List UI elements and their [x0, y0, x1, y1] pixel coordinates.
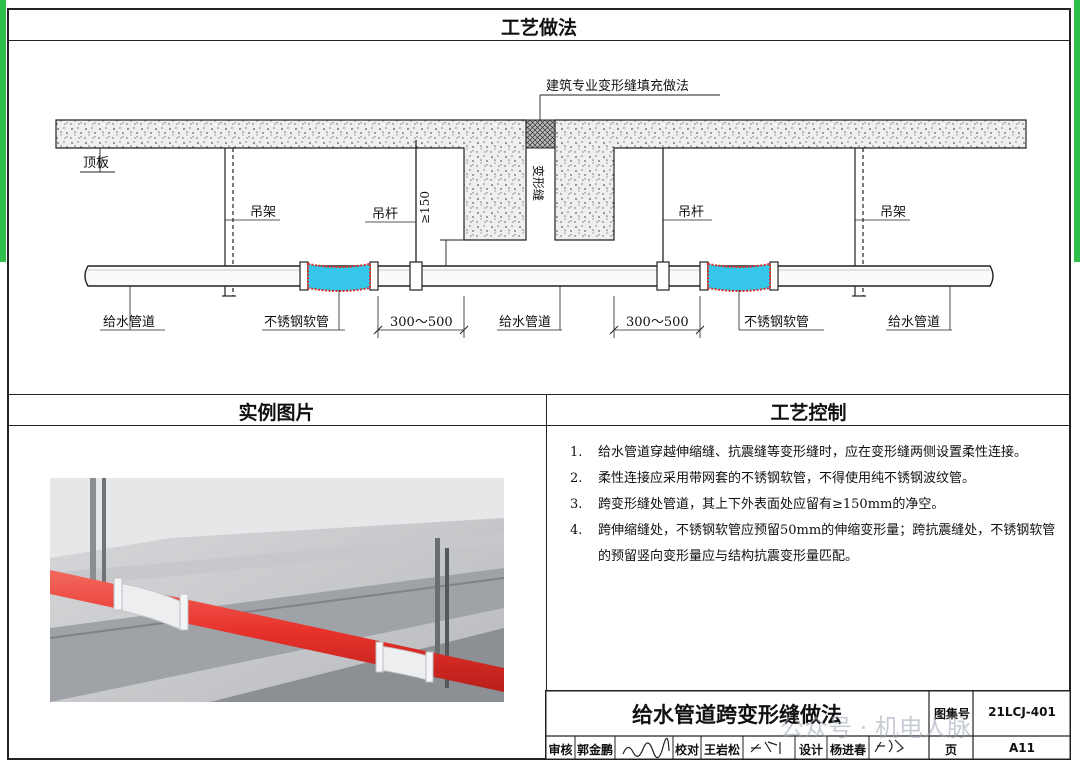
hanger-right-label: 吊架 [880, 205, 906, 220]
right-dimension [609, 296, 705, 338]
control-steps: 1.给水管道穿越伸缩缝、抗震缝等变形缝时，应在变形缝两侧设置柔性连接。 2.柔性… [570, 440, 1060, 570]
right-accent-bar [1074, 0, 1080, 262]
lower-column-divider [546, 394, 547, 690]
dim-right-label: 300～500 [626, 315, 689, 330]
hanger-left-label: 吊架 [250, 205, 276, 220]
process-diagram: 建筑专业变形缝填充做法 顶板 变形缝 吊架 吊杆 ≥150 吊杆 吊架 给水管道… [55, 78, 1027, 338]
drawing-title: 给水管道跨变形缝做法 [632, 703, 842, 727]
rod-left-label: 吊杆 [372, 207, 398, 222]
left-dimension [373, 296, 469, 338]
page-label: 页 [944, 743, 957, 757]
step-item: 1.给水管道穿越伸缩缝、抗震缝等变形缝时，应在变形缝两侧设置柔性连接。 [570, 445, 1028, 460]
pipe-left-label: 给水管道 [103, 315, 155, 330]
fill-note-label: 建筑专业变形缝填充做法 [546, 78, 689, 94]
lower-header-divider [7, 425, 1071, 426]
water-pipe [84, 265, 994, 287]
design-signature [874, 739, 904, 753]
review-signature [622, 737, 670, 759]
atlas-label: 图集号 [933, 707, 970, 721]
hose-right-label: 不锈钢软管 [744, 315, 809, 330]
step-item: 2.柔性连接应采用带网套的不锈钢软管，不得使用纯不锈钢波纹管。 [570, 471, 976, 486]
step-item: 4.跨伸缩缝处，不锈钢软管应预留50mm的伸缩变形量；跨抗震缝处，不锈钢软管的预… [570, 523, 1056, 564]
review-name: 郭金鹏 [576, 743, 613, 757]
slab-concrete-right [554, 119, 1027, 241]
hose-left-label: 不锈钢软管 [264, 315, 329, 330]
drawing-sheet [7, 8, 1071, 760]
left-accent-bar [0, 0, 6, 262]
review-label: 审核 [548, 743, 573, 757]
design-label: 设计 [798, 743, 823, 757]
slab-concrete-left [55, 119, 527, 241]
design-name: 杨进春 [829, 743, 866, 757]
dim-left-label: 300～500 [390, 315, 453, 330]
page-number: A11 [1009, 741, 1035, 755]
joint-fill [525, 119, 556, 149]
right-flex-hose [699, 261, 779, 292]
clearance-label: ≥150 [418, 191, 432, 224]
atlas-number: 21LCJ-401 [988, 705, 1056, 719]
control-title: 工艺控制 [770, 402, 847, 424]
left-flex-hose [299, 261, 379, 292]
check-signature [750, 741, 781, 754]
middle-divider [7, 394, 1071, 395]
slab-label: 顶板 [83, 156, 109, 171]
example-photo [50, 478, 504, 702]
watermark: 公众号 · 机电人脉 [780, 714, 971, 742]
check-label: 校对 [674, 743, 699, 757]
pipe-right-label: 给水管道 [888, 315, 940, 330]
step-item: 3.跨变形缝处管道，其上下外表面处应留有≥150mm的净空。 [570, 497, 945, 512]
top-header-divider [7, 40, 1071, 41]
pipe-mid-label: 给水管道 [499, 315, 551, 330]
joint-label: 变形缝 [531, 165, 546, 201]
process-title: 工艺做法 [500, 17, 577, 39]
check-name: 王岩松 [703, 743, 740, 757]
photo-title: 实例图片 [238, 402, 315, 424]
title-block: 给水管道跨变形缝做法 图集号 21LCJ-401 审核 郭金鹏 校对 王岩松 设… [545, 690, 1071, 760]
rod-right-label: 吊杆 [678, 205, 704, 220]
